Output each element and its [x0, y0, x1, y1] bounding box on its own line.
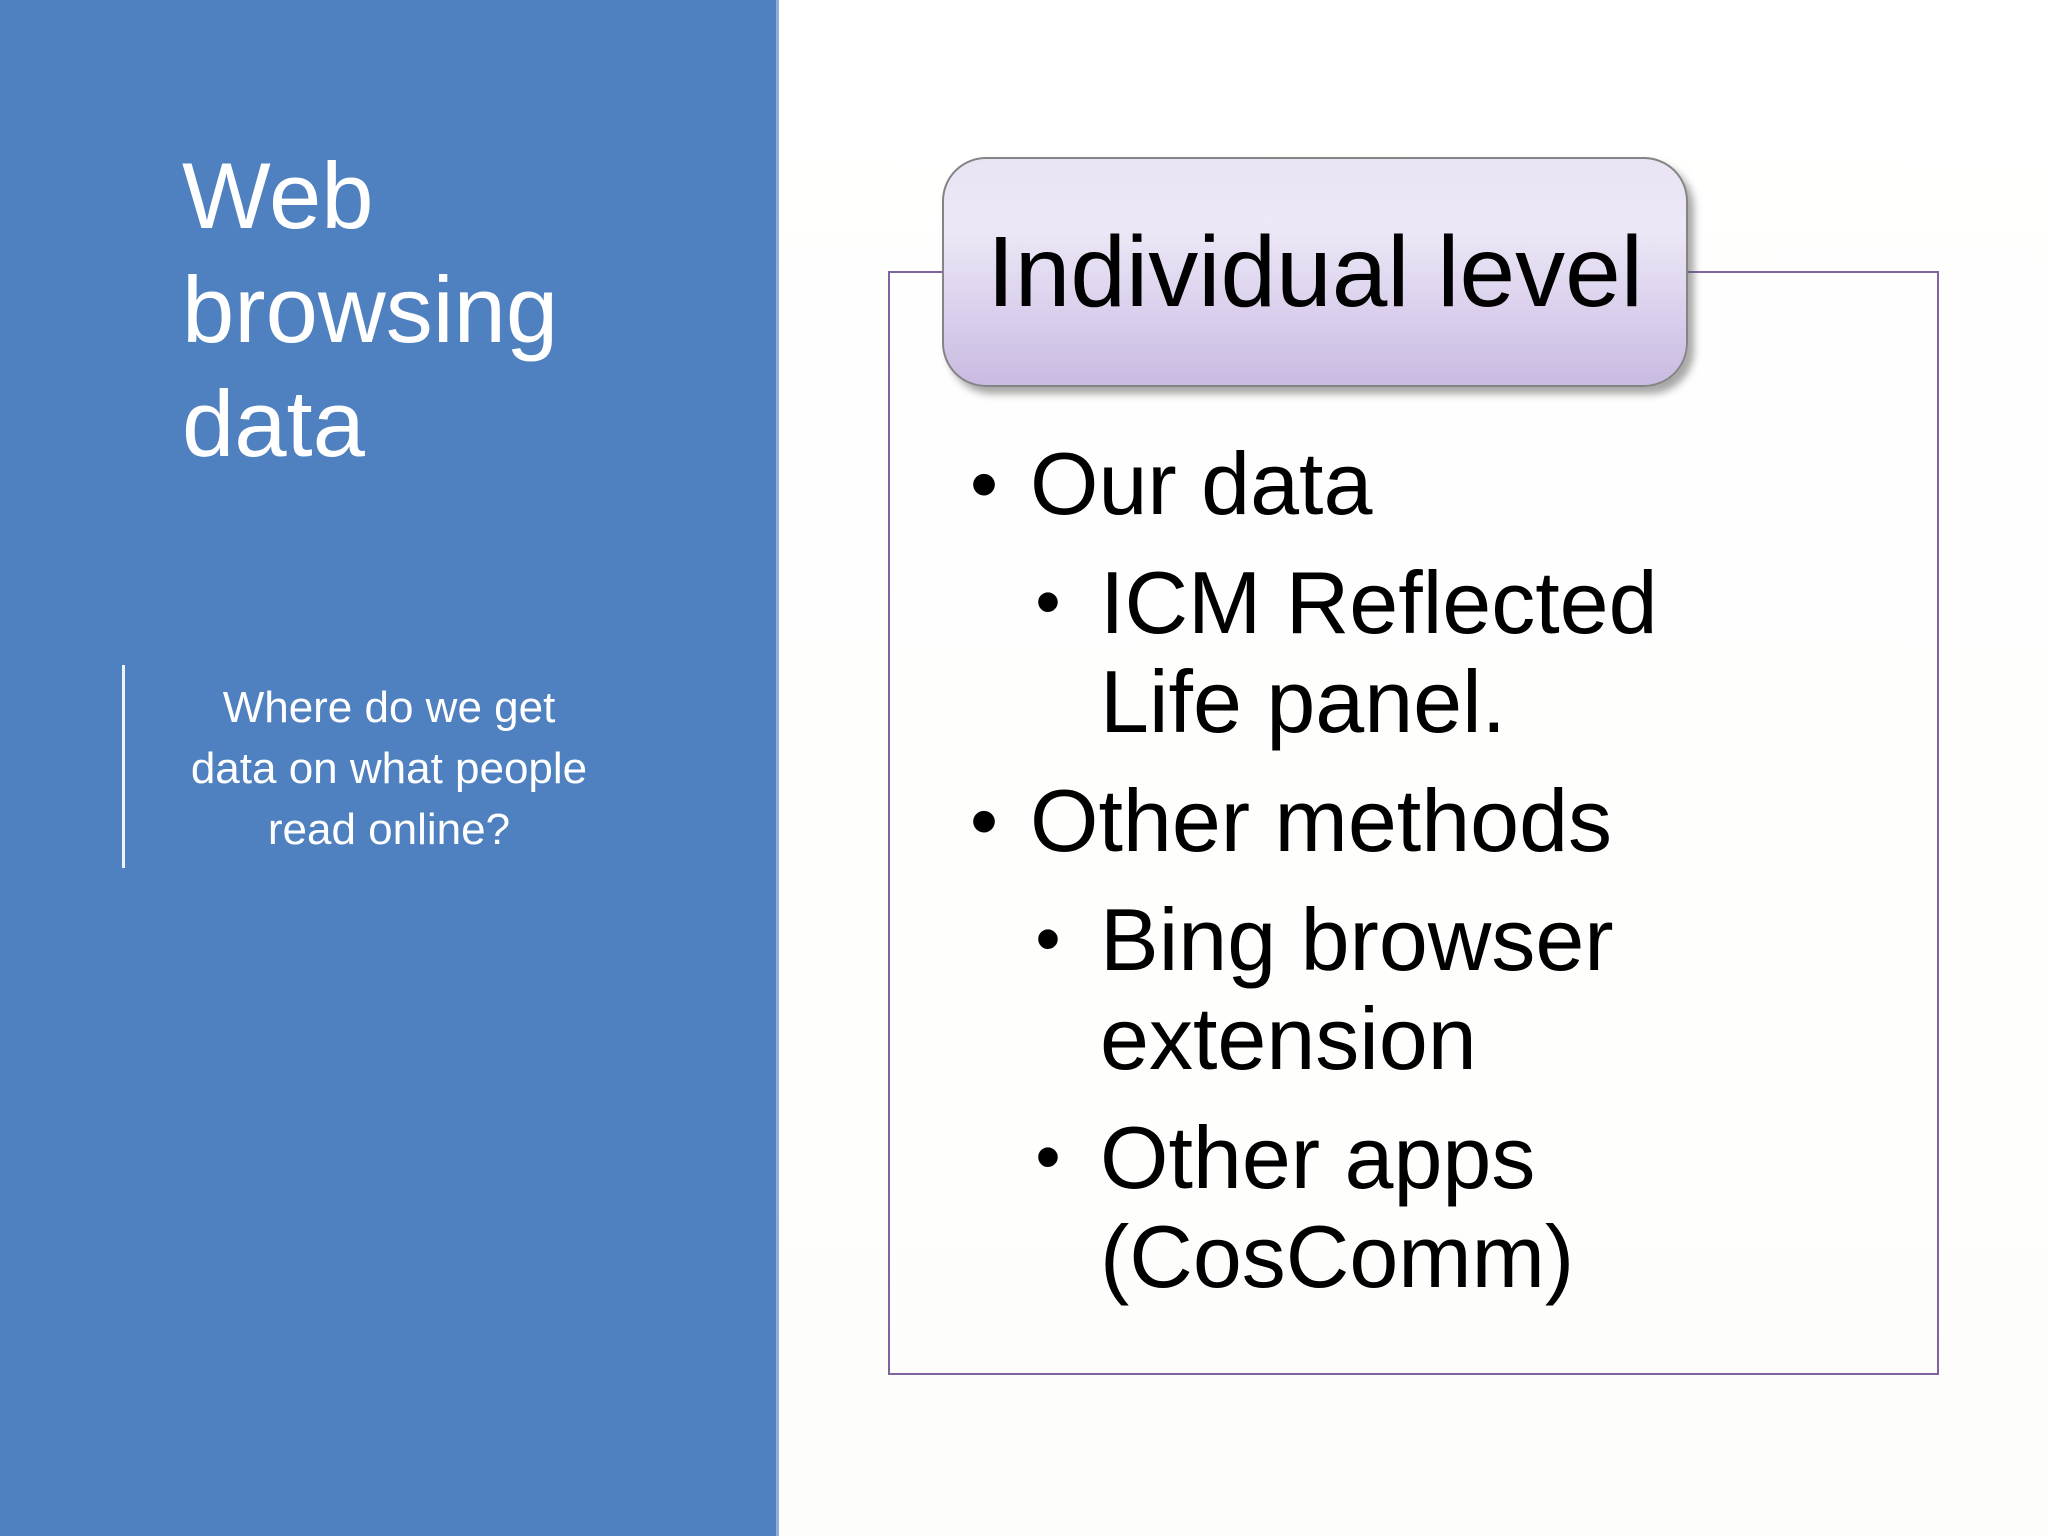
- bullet-text-line: Our data: [1030, 434, 1373, 533]
- slide-subtitle-line: data on what people: [190, 744, 588, 793]
- individual-level-header-label: Individual level: [987, 216, 1643, 328]
- bullet-text: Other methods: [950, 771, 1830, 870]
- bullet-text-line: Life panel.: [1100, 652, 1507, 751]
- subtitle-accent-line: [122, 665, 125, 868]
- bullet-item: • Our data: [950, 434, 1830, 533]
- bullet-text-line: Bing browser: [1100, 890, 1614, 989]
- bullet-marker: •: [1035, 562, 1061, 642]
- bullet-text-line: Other apps: [1100, 1108, 1536, 1207]
- bullet-text-line: extension: [1100, 989, 1477, 1088]
- bullet-item: • Other methods: [950, 771, 1830, 870]
- slide-title: Web browsing data: [182, 139, 742, 481]
- bullet-text-line: Other methods: [1030, 771, 1613, 870]
- bullet-marker: •: [969, 776, 998, 865]
- bullet-text: Our data: [950, 434, 1830, 533]
- bullet-marker: •: [969, 439, 998, 528]
- slide-subtitle-line: read online?: [267, 805, 511, 854]
- bullet-marker: •: [1035, 899, 1061, 979]
- slide-title-line: browsing: [182, 257, 559, 362]
- slide-title-line: data: [182, 371, 365, 476]
- individual-level-header-box: Individual level: [942, 157, 1688, 387]
- bullet-text-line: ICM Reflected: [1100, 553, 1658, 652]
- slide-subtitle: Where do we get data on what people read…: [150, 677, 628, 860]
- bullet-item: •Other apps(CosComm): [950, 1108, 1830, 1306]
- bullet-marker: •: [1035, 1117, 1061, 1197]
- bullet-text: Other apps(CosComm): [950, 1108, 1830, 1306]
- left-blue-panel: Web browsing data Where do we get data o…: [0, 0, 779, 1536]
- slide-subtitle-line: Where do we get: [222, 683, 556, 732]
- slide-title-line: Web: [182, 143, 374, 248]
- bullet-text-line: (CosComm): [1100, 1207, 1575, 1306]
